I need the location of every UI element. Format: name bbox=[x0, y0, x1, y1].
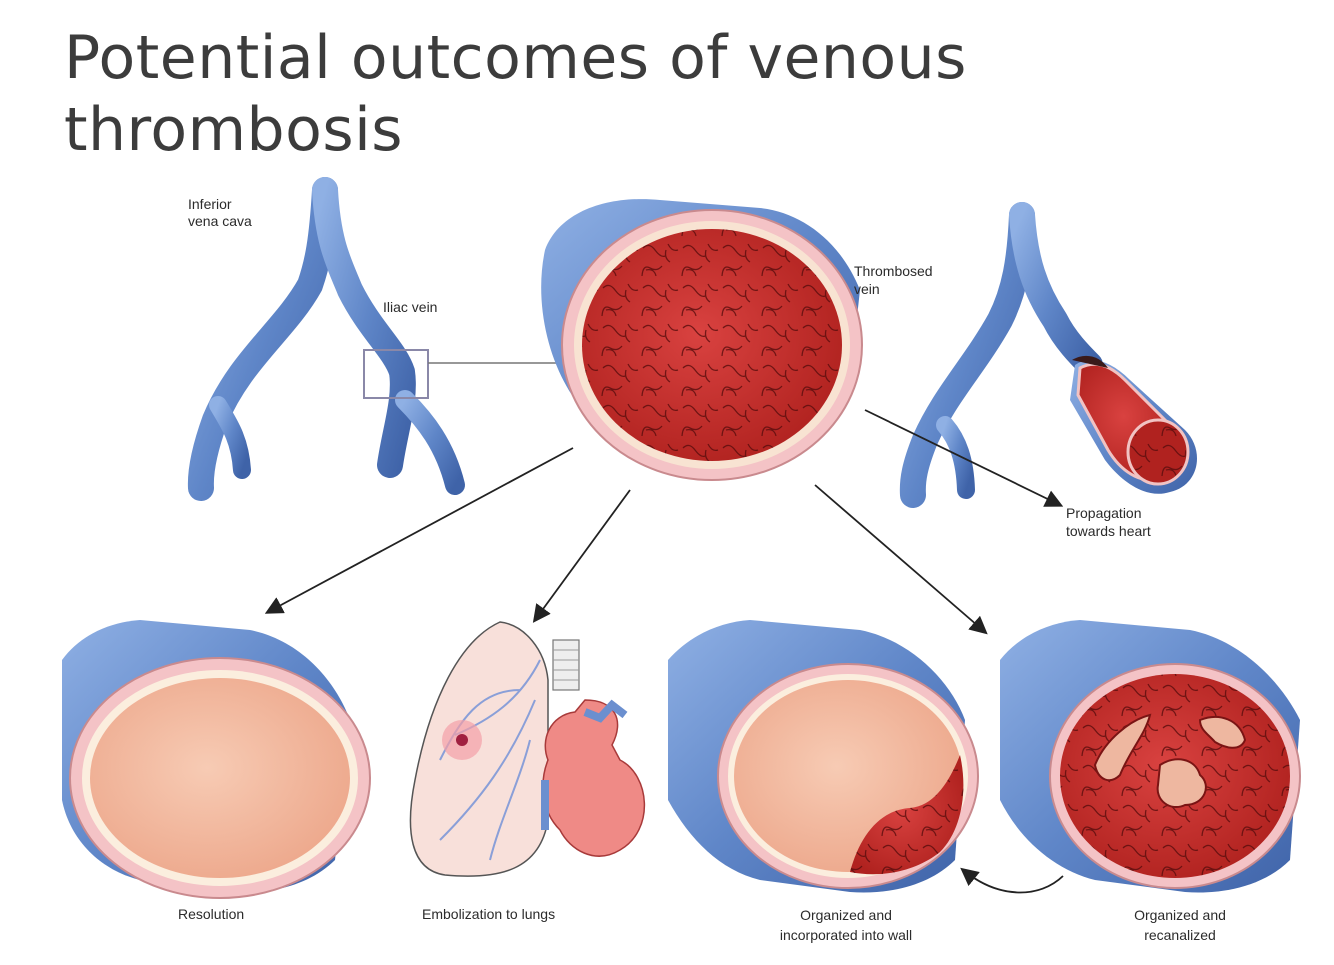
recanalized-vein bbox=[1000, 620, 1301, 893]
thrombosed-vein-section bbox=[541, 199, 863, 481]
arrow-to-resolution bbox=[264, 447, 574, 614]
iliac-zoom-box bbox=[363, 349, 429, 399]
resolution-vein bbox=[62, 620, 371, 899]
recanalized-channel-2 bbox=[1198, 715, 1247, 749]
heart-shape bbox=[542, 699, 646, 857]
title-line-2: thrombosis bbox=[64, 95, 404, 165]
trachea bbox=[552, 639, 580, 691]
label-thrombosed-line1: Thrombosed bbox=[854, 263, 933, 279]
label-propagation-line1: Propagation bbox=[1066, 505, 1142, 521]
slide-title: Potential outcomes of venous thrombosis bbox=[64, 22, 1164, 166]
curved-arrow-between-organized bbox=[960, 867, 1064, 894]
label-organized-wall-line1: Organized and bbox=[800, 907, 892, 923]
label-organized-wall-line2: incorporated into wall bbox=[780, 927, 912, 943]
label-iliac: Iliac vein bbox=[383, 299, 437, 315]
label-ivc-line2: vena cava bbox=[188, 213, 252, 229]
arrow-to-embolization bbox=[532, 489, 631, 623]
recanalized-channel-3 bbox=[1156, 758, 1207, 808]
arrow-to-propagation bbox=[864, 409, 1064, 507]
organized-wall-vein bbox=[668, 620, 979, 893]
arrows bbox=[264, 409, 1064, 894]
ivc-vein-tree bbox=[187, 177, 560, 501]
label-resolution: Resolution bbox=[178, 906, 244, 922]
label-thrombosed-line2: vein bbox=[854, 281, 880, 297]
recanalized-channel-1 bbox=[1093, 713, 1152, 782]
lungs-heart-illustration bbox=[409, 621, 646, 877]
arrow-to-organized bbox=[814, 484, 988, 635]
label-embolization: Embolization to lungs bbox=[422, 906, 555, 922]
title-line-1: Potential outcomes of venous bbox=[64, 23, 967, 93]
propagation-vein-tree bbox=[899, 202, 1197, 508]
label-recanalized-line2: recanalized bbox=[1144, 927, 1216, 943]
label-recanalized-line1: Organized and bbox=[1134, 907, 1226, 923]
label-ivc-line1: Inferior bbox=[188, 196, 232, 212]
label-propagation-line2: towards heart bbox=[1066, 523, 1151, 539]
